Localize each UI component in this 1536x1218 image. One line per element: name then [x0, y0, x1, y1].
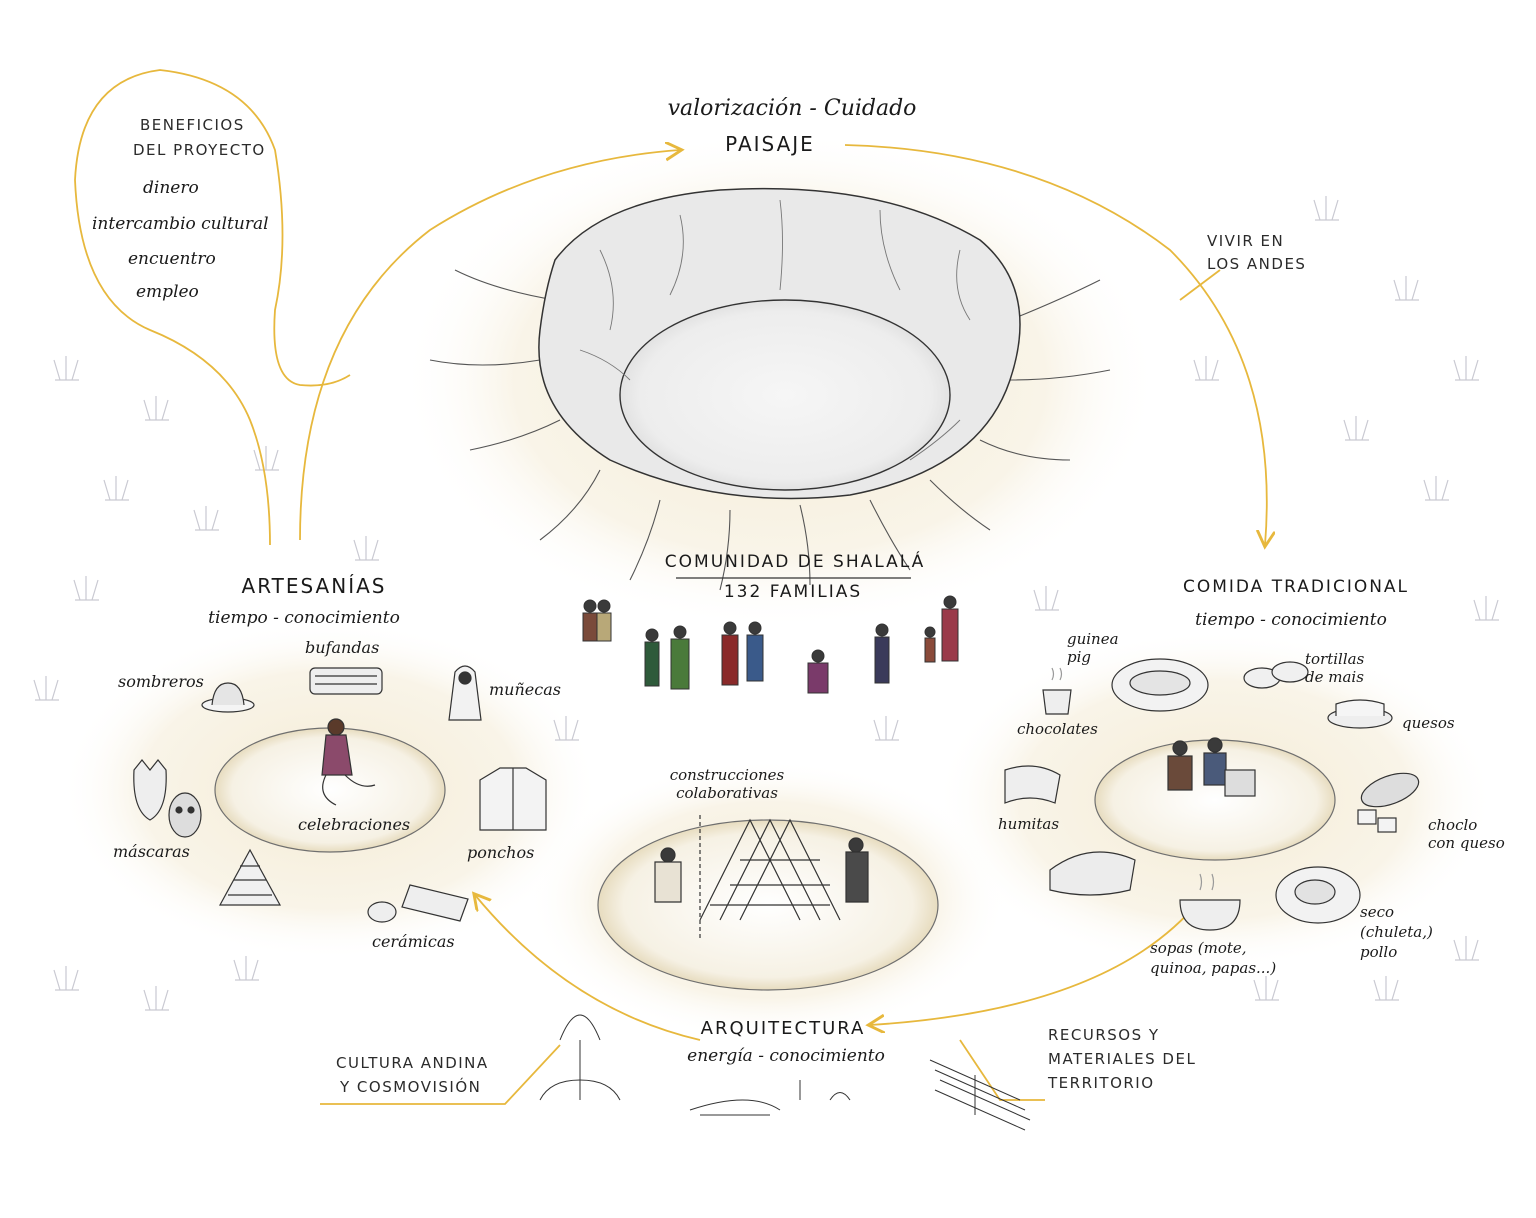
worker-figure	[654, 847, 682, 903]
plate-icon	[1275, 866, 1361, 924]
cultura-label: CULTURA ANDINA	[336, 1054, 489, 1072]
soup-bowl-icon	[1179, 873, 1241, 931]
recursos-label-3: TERRITORIO	[1048, 1074, 1155, 1092]
cup-icon	[1042, 667, 1072, 715]
label-guinea-pig: guinea pig	[1067, 630, 1119, 666]
paisaje-title: PAISAJE	[725, 132, 815, 156]
label-chocolates: chocolates	[1017, 720, 1098, 738]
cultura-label-2: Y COSMOVISIÓN	[340, 1078, 482, 1096]
cheese-icon	[1327, 699, 1393, 729]
cultura-leader	[320, 1044, 561, 1105]
community-families: 132 FAMILIAS	[723, 582, 863, 602]
person	[644, 628, 660, 687]
person	[807, 649, 829, 694]
label-choclo: choclo con queso	[1428, 816, 1505, 852]
top-subtitle: valorización - Cuidado	[667, 96, 917, 121]
doll-icon	[448, 665, 482, 721]
community-people	[582, 595, 959, 694]
crater-lagoon	[429, 187, 1111, 591]
scarf-icon	[309, 667, 383, 695]
community-title: COMUNIDAD DE SHALALÁ	[664, 552, 926, 572]
benefit-item-4: empleo	[136, 282, 199, 302]
cycle-arrows	[74, 69, 1267, 1105]
corn-icon	[1357, 772, 1420, 833]
person	[596, 599, 612, 642]
humitas-icon	[1004, 765, 1061, 804]
label-ceramicas: cerámicas	[372, 932, 455, 951]
person	[582, 599, 598, 642]
tubers-icon	[1049, 851, 1136, 896]
benefits-title-2: DEL PROYECTO	[133, 141, 266, 159]
grass-tufts	[33, 196, 1499, 1011]
ceramic-icon	[367, 884, 469, 923]
label-sopas: sopas (mote, quinoa, papas...)	[1150, 939, 1277, 977]
arrow-arquitectura-to-artesanias	[475, 895, 701, 1041]
label-seco: seco (chuleta,) pollo	[1360, 903, 1433, 961]
label-bufandas: bufandas	[305, 638, 380, 657]
dancer-figure	[321, 718, 376, 806]
guinea-pig-plate-icon	[1111, 658, 1209, 712]
label-humitas: humitas	[998, 815, 1060, 833]
people-cooking	[1167, 737, 1256, 797]
comida-subtitle: tiempo - conocimiento	[1195, 610, 1387, 630]
label-tortillas: tortillas de mais	[1305, 650, 1365, 686]
bottom-sketches	[539, 1014, 1031, 1131]
person	[874, 623, 890, 684]
arrow-paisaje-to-comida	[844, 144, 1267, 545]
arrow-comida-to-arquitectura	[870, 899, 1201, 1025]
cultivation-sketch	[689, 1080, 851, 1116]
benefit-item-2: intercambio cultural	[92, 214, 269, 234]
tortillas-icon	[1243, 661, 1309, 689]
benefit-item-3: encuentro	[128, 249, 216, 269]
person	[924, 626, 936, 663]
arquitectura-subtitle: energía - conocimiento	[687, 1046, 885, 1066]
label-sombreros: sombreros	[118, 672, 204, 691]
recursos-leader	[959, 1039, 1045, 1101]
logs-sketch	[929, 1059, 1031, 1131]
benefits-title: BENEFICIOS	[140, 116, 245, 134]
benefit-item-1: dinero	[143, 178, 199, 198]
vivir-leader	[1179, 269, 1221, 301]
mask-icon	[133, 759, 202, 838]
arquitectura-title: ARQUITECTURA	[700, 1018, 866, 1039]
person	[746, 621, 764, 682]
person	[721, 621, 739, 686]
worker-figure	[845, 837, 869, 903]
recursos-label: RECURSOS Y	[1048, 1026, 1160, 1044]
person	[941, 595, 959, 662]
arrow-artesanias-to-paisaje	[299, 150, 680, 541]
comida-title: COMIDA TRADICIONAL	[1182, 577, 1410, 597]
recursos-label-2: MATERIALES DEL	[1048, 1050, 1197, 1068]
tree-sketch	[539, 1014, 621, 1101]
label-celebraciones: celebraciones	[298, 815, 411, 834]
hat-icon	[201, 682, 255, 713]
label-quesos: quesos	[1402, 714, 1455, 732]
label-construcciones: construcciones colaborativas	[669, 766, 785, 802]
comida-items	[1004, 658, 1420, 931]
benefits-bubble	[74, 69, 351, 546]
construction-sketch	[654, 815, 869, 940]
person	[670, 625, 690, 690]
poncho-jacket-icon	[479, 767, 547, 831]
artesanias-items	[133, 665, 547, 923]
vivir-label: VIVIR EN	[1207, 232, 1285, 250]
label-ponchos: ponchos	[467, 843, 535, 862]
label-mascaras: máscaras	[113, 842, 190, 861]
vivir-label-2: LOS ANDES	[1207, 255, 1307, 273]
artesanias-subtitle: tiempo - conocimiento	[208, 608, 400, 628]
label-munecas: muñecas	[489, 680, 561, 699]
artesanias-title: ARTESANÍAS	[241, 574, 387, 598]
poncho-icon	[218, 848, 282, 906]
